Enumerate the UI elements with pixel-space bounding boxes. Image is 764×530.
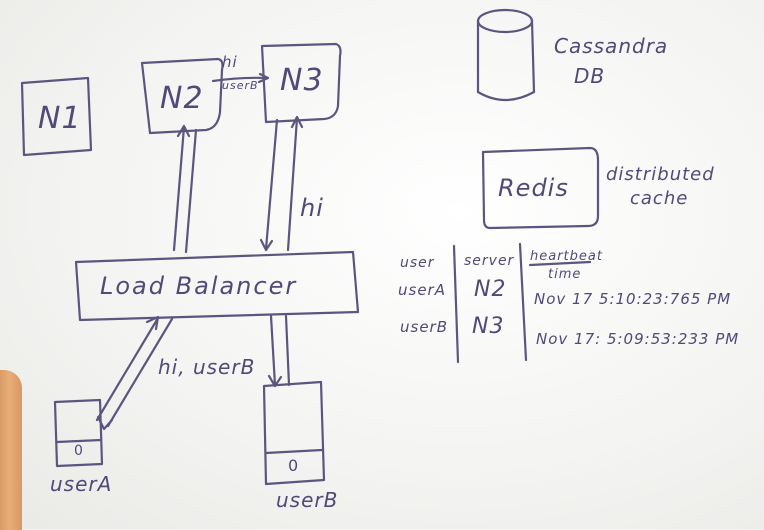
userb-device-outline (262, 380, 326, 486)
cassandra-top (476, 8, 534, 34)
n3-lb-label-hi: hi (300, 194, 324, 222)
lb-to-n2-line-a (172, 125, 186, 252)
n2-n3-label-user: userB (222, 79, 259, 92)
n3-to-lb-line-a (264, 118, 279, 251)
table-row-2-time: Nov 17: 5:09:53:233 PM (536, 330, 740, 348)
table-header-server: server (464, 253, 515, 269)
usera-device-outline (53, 398, 104, 468)
table-row-1-time: Nov 17 5:10:23:765 PM (534, 290, 732, 308)
table-header-user: user (400, 255, 435, 271)
table-header-time: time (548, 267, 582, 282)
node-n3-label: N3 (280, 63, 324, 98)
table-row-1-user: userA (398, 281, 446, 299)
usera-lb-label: hi, userB (158, 355, 256, 379)
table-divider-1 (452, 244, 460, 364)
usera-label: userA (50, 472, 113, 496)
node-n3-box (260, 42, 342, 124)
load-balancer-box (74, 250, 360, 322)
usera-to-lb-arrowhead (145, 315, 160, 331)
lb-to-userb-line-b (284, 314, 291, 387)
cassandra-label: Cassandra (554, 34, 669, 58)
presenter-finger (0, 370, 22, 530)
n2-n3-label-hi: hi (222, 53, 238, 71)
node-n2-label: N2 (160, 81, 204, 116)
usera-to-lb-line-a (95, 316, 160, 422)
redis-caption-cache: cache (630, 188, 689, 209)
userb-device-screen: 0 (288, 456, 299, 475)
redis-label: Redis (498, 174, 569, 202)
node-n2-box (140, 57, 224, 135)
n2-n3-arrow (211, 76, 270, 83)
n2-n3-arrowhead (257, 72, 270, 84)
table-header-underline (528, 260, 592, 267)
n3-to-lb-line-b (286, 116, 299, 252)
table-row-2-server: N3 (472, 314, 505, 339)
node-n1-box (20, 76, 93, 157)
redis-box (481, 146, 600, 230)
usera-device-divider (55, 438, 103, 444)
cassandra-bottom (476, 90, 536, 102)
n3-to-lb-arrowhead (259, 238, 274, 252)
n3-top-arrowhead (290, 115, 304, 129)
usera-device-screen: 0 (74, 443, 83, 459)
table-row-2-user: userB (400, 318, 449, 336)
table-divider-2 (518, 242, 528, 362)
usera-to-lb-line-b (106, 317, 174, 428)
table-header-heartbeat: heartbeat (530, 249, 603, 264)
userb-device-divider (264, 448, 324, 455)
lb-to-n2-arrowhead (176, 124, 191, 138)
lb-to-userb-line-a (269, 314, 277, 387)
cassandra-db-label: DB (574, 64, 606, 88)
lb-to-n2-line-b (184, 128, 198, 254)
table-row-1-server: N2 (474, 277, 507, 302)
load-balancer-label: Load Balancer (100, 272, 298, 300)
redis-caption-distributed: distributed (606, 164, 715, 185)
node-n1-label: N1 (38, 101, 82, 136)
userb-label: userB (276, 488, 339, 512)
cassandra-sides (476, 19, 536, 94)
